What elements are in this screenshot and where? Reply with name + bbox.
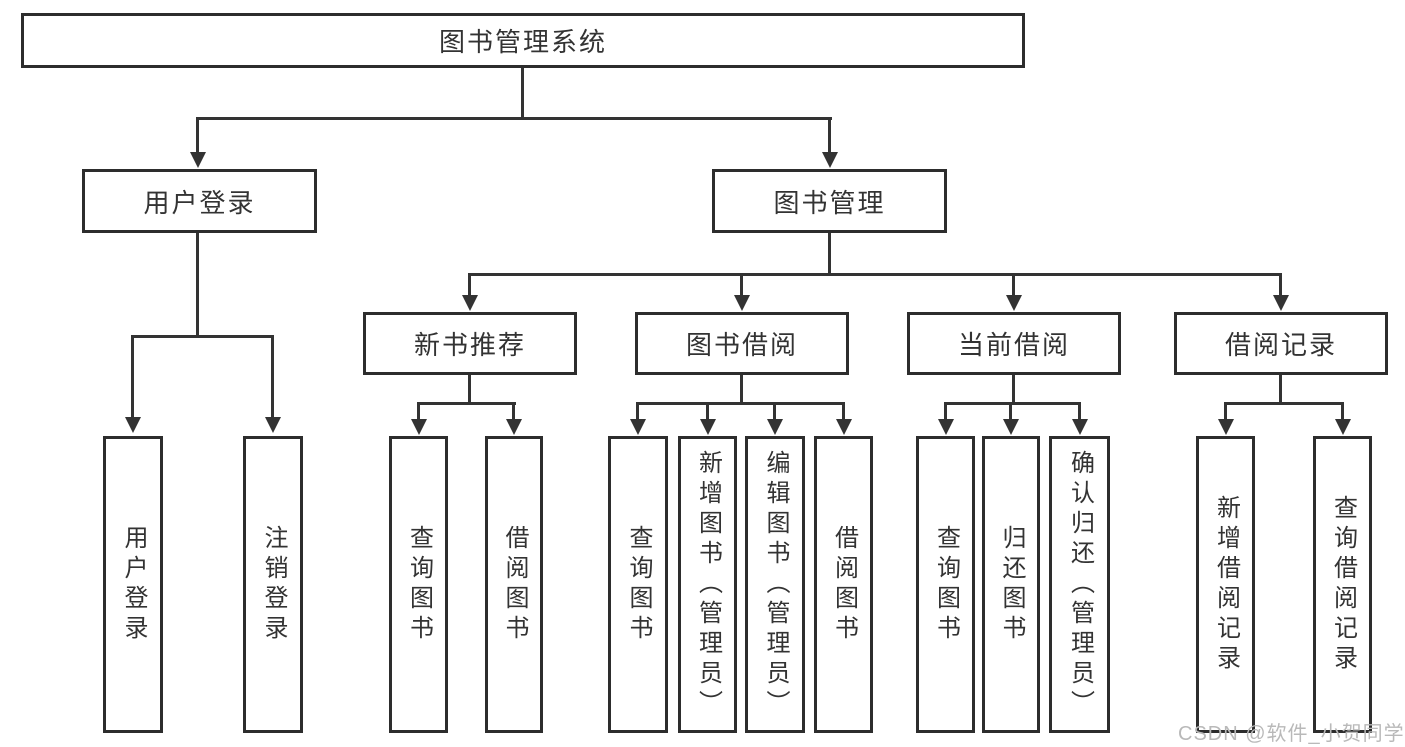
connector-level3-bar — [468, 273, 1282, 276]
arrow-to-leaf-edit-book-admin — [766, 402, 783, 435]
leaf-confirm-return-admin: 确认归还（管理员） — [1049, 436, 1110, 733]
connector-current-stem — [1012, 375, 1015, 404]
leaf-query-books-borrow-label: 查询图书 — [625, 524, 652, 645]
leaf-query-borrow-record: 查询借阅记录 — [1313, 436, 1372, 733]
leaf-user-login-label: 用户登录 — [120, 524, 147, 645]
arrow-to-leaf-query-books-recommend — [410, 402, 427, 435]
connector-book-management-stem — [828, 232, 831, 275]
node-root: 图书管理系统 — [21, 13, 1025, 68]
leaf-edit-book-admin: 编辑图书（管理员） — [745, 436, 805, 733]
node-borrow-records: 借阅记录 — [1174, 312, 1388, 375]
arrow-to-leaf-query-borrow-record — [1334, 402, 1351, 435]
leaf-confirm-return-admin-label: 确认归还（管理员） — [1066, 449, 1094, 720]
node-new-book-recommend: 新书推荐 — [363, 312, 577, 375]
leaf-borrow-books-borrow-label: 借阅图书 — [830, 524, 858, 645]
arrow-to-leaf-query-books-current — [937, 402, 954, 435]
arrow-to-leaf-logout — [264, 335, 281, 433]
arrow-to-current-borrow — [1005, 273, 1022, 311]
leaf-return-books: 归还图书 — [982, 436, 1040, 733]
node-user-login-label: 用户登录 — [143, 187, 256, 218]
node-book-management: 图书管理 — [712, 169, 947, 233]
leaf-borrow-books-borrow: 借阅图书 — [814, 436, 873, 733]
node-book-management-label: 图书管理 — [773, 187, 886, 218]
arrow-to-leaf-query-books-borrow — [629, 402, 646, 435]
node-root-label: 图书管理系统 — [438, 27, 607, 57]
connector-level2-bar — [197, 117, 832, 120]
arrow-to-borrow-records — [1272, 273, 1289, 311]
arrow-to-new-book-recommend — [461, 273, 478, 311]
leaf-add-borrow-record: 新增借阅记录 — [1196, 436, 1255, 733]
connector-user-login-stem — [196, 232, 199, 336]
connector-user-login-bar — [131, 335, 274, 338]
arrow-to-leaf-borrow-books-borrow — [835, 402, 852, 435]
connector-current-bar — [944, 402, 1081, 405]
node-borrow-records-label: 借阅记录 — [1224, 330, 1337, 360]
connector-root-stem — [521, 68, 524, 120]
leaf-logout: 注销登录 — [243, 436, 303, 733]
leaf-query-books-recommend: 查询图书 — [389, 436, 448, 733]
node-current-borrow: 当前借阅 — [907, 312, 1121, 375]
leaf-query-borrow-record-label: 查询借阅记录 — [1329, 494, 1357, 675]
leaf-add-book-admin: 新增图书（管理员） — [678, 436, 737, 733]
arrow-to-leaf-user-login — [124, 335, 141, 433]
arrow-to-leaf-borrow-books-recommend — [505, 402, 522, 435]
connector-borrow-stem — [740, 375, 743, 404]
connector-records-stem — [1279, 375, 1282, 404]
arrow-to-leaf-return-books — [1002, 402, 1019, 435]
leaf-query-books-recommend-label: 查询图书 — [405, 524, 433, 645]
node-user-login: 用户登录 — [82, 169, 317, 233]
leaf-user-login: 用户登录 — [103, 436, 163, 733]
node-current-borrow-label: 当前借阅 — [957, 330, 1070, 360]
arrow-to-book-management — [821, 117, 838, 168]
connector-borrow-bar — [636, 402, 845, 405]
node-book-borrow-label: 图书借阅 — [685, 330, 798, 360]
connector-records-bar — [1224, 402, 1344, 405]
arrow-to-leaf-confirm-return-admin — [1071, 402, 1088, 435]
connector-recommend-bar — [417, 402, 516, 405]
node-new-book-recommend-label: 新书推荐 — [413, 330, 526, 360]
leaf-add-book-admin-label: 新增图书（管理员） — [694, 449, 722, 720]
arrow-to-leaf-add-book-admin — [699, 402, 716, 435]
arrow-to-user-login — [189, 117, 206, 168]
leaf-query-books-current: 查询图书 — [916, 436, 975, 733]
leaf-query-books-current-label: 查询图书 — [932, 524, 960, 645]
arrow-to-book-borrow — [733, 273, 750, 311]
leaf-borrow-books-recommend-label: 借阅图书 — [501, 524, 528, 645]
leaf-query-books-borrow: 查询图书 — [608, 436, 668, 733]
connector-recommend-stem — [468, 375, 471, 404]
csdn-watermark: CSDN @软件_小贺同学 — [1178, 723, 1405, 745]
leaf-logout-label: 注销登录 — [260, 524, 287, 645]
leaf-borrow-books-recommend: 借阅图书 — [485, 436, 543, 733]
arrow-to-leaf-add-borrow-record — [1217, 402, 1234, 435]
node-book-borrow: 图书借阅 — [635, 312, 849, 375]
leaf-edit-book-admin-label: 编辑图书（管理员） — [762, 449, 789, 720]
leaf-return-books-label: 归还图书 — [998, 524, 1025, 645]
leaf-add-borrow-record-label: 新增借阅记录 — [1212, 494, 1240, 675]
